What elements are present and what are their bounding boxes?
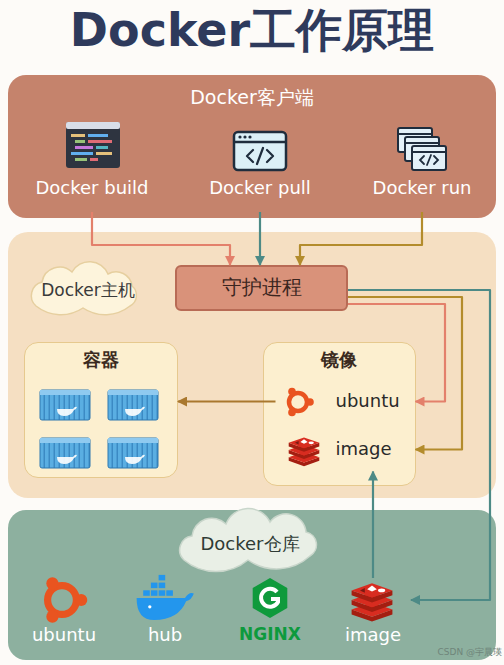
build-icon	[88, 140, 112, 143]
pull-icon	[238, 135, 241, 138]
flow-arrow	[259, 212, 261, 265]
redis-logo	[352, 583, 393, 621]
build-icon	[71, 134, 85, 137]
build-icon	[88, 134, 108, 137]
build-icon	[66, 122, 120, 168]
image-group: 镜像 ubuntu image	[263, 342, 416, 486]
docker-whale-logo	[137, 575, 194, 620]
ubuntu-logo	[288, 388, 314, 416]
node-label: 容器	[25, 350, 176, 371]
node-label: Docker仓库	[180, 534, 320, 555]
redis-logo	[289, 437, 320, 466]
node-label: Docker run	[352, 178, 492, 199]
build-icon	[71, 152, 93, 155]
nginx-logo	[261, 589, 278, 607]
docker-whale-logo	[137, 575, 194, 620]
build-icon	[75, 146, 93, 149]
ubuntu-logo	[46, 577, 87, 622]
nginx-logo	[253, 578, 288, 618]
ubuntu-logo	[46, 577, 87, 622]
node-label: Docker主机	[28, 281, 148, 301]
node-label: image	[335, 625, 411, 646]
node-label: 守护进程	[177, 276, 346, 299]
node-label: ubuntu	[336, 391, 416, 412]
node-label: Docker pull	[190, 178, 330, 199]
build-icon	[75, 140, 85, 143]
build-icon	[75, 158, 87, 161]
run-icon	[398, 128, 446, 170]
client-band: Docker客户端 Docker build Docker pull Docker r…	[8, 75, 496, 218]
node-label: Docker build	[22, 178, 162, 199]
host-cloud	[31, 262, 136, 315]
redis-logo	[352, 583, 393, 621]
registry-item: NGINX	[225, 578, 315, 648]
container-icons	[40, 390, 90, 420]
pull-icon	[247, 148, 273, 164]
image-item: image	[276, 428, 416, 472]
run-icon	[412, 151, 446, 153]
registry-item: image	[335, 578, 411, 648]
run-icon	[398, 133, 432, 135]
node-label: NGINX	[225, 625, 315, 645]
container-icons	[40, 390, 158, 468]
container-icons	[40, 438, 90, 468]
build-icon	[66, 122, 120, 168]
flow-arrow	[372, 472, 374, 579]
redis-logo	[289, 437, 320, 466]
build-icon	[90, 158, 98, 161]
node-label: hub	[120, 625, 210, 646]
build-icon	[96, 152, 112, 155]
image-item: ubuntu	[276, 382, 416, 422]
repo-cloud	[180, 509, 317, 572]
build-icon	[66, 122, 120, 129]
diagram-title: Docker工作原理	[0, 4, 504, 57]
node-label: ubuntu	[20, 625, 108, 646]
command-item: Docker build	[22, 118, 162, 212]
run-icon	[405, 142, 439, 144]
node-label: Docker客户端	[8, 87, 496, 109]
flow-arrow	[300, 212, 422, 265]
registry-band: Docker仓库 ubuntu hub NGINX image	[8, 510, 496, 660]
node-label: image	[336, 439, 416, 460]
flow-arrow	[348, 297, 462, 450]
watermark: CSDN @宇晨瑛	[432, 647, 502, 657]
ubuntu-logo	[288, 388, 314, 416]
nginx-logo	[253, 578, 288, 618]
pull-icon	[248, 135, 251, 138]
command-item: Docker run	[352, 118, 492, 212]
registry-item: hub	[120, 578, 210, 648]
command-item: Docker pull	[190, 118, 330, 212]
pull-icon	[243, 135, 246, 138]
pull-icon	[234, 132, 286, 170]
container-icons	[108, 390, 158, 420]
container-group: 容器	[24, 342, 178, 478]
node-label: 镜像	[264, 350, 414, 371]
host-band: Docker主机 守护进程容器 镜像 ubuntu image	[8, 232, 496, 498]
run-icon	[405, 137, 439, 161]
build-icon	[96, 146, 108, 149]
flow-arrow	[348, 290, 490, 600]
pull-icon	[234, 141, 286, 144]
run-icon	[412, 146, 446, 170]
daemon-box: 守护进程	[175, 265, 348, 311]
flow-arrow	[348, 304, 445, 402]
run-icon	[420, 155, 438, 165]
pull-icon	[234, 132, 286, 170]
flow-arrow	[178, 400, 276, 402]
run-icon	[398, 128, 432, 152]
flow-arrow	[92, 212, 230, 265]
container-icons	[108, 438, 158, 468]
registry-item: ubuntu	[20, 578, 108, 648]
